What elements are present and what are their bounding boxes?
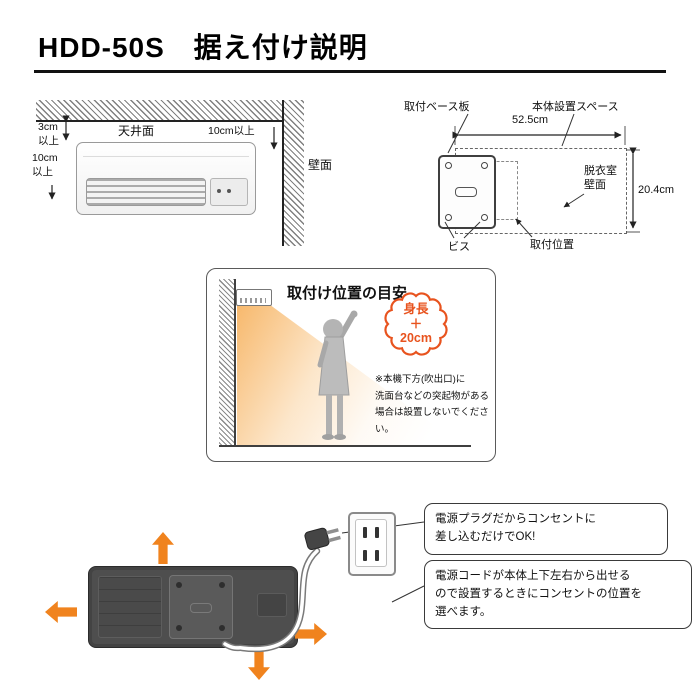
power-plug [304, 527, 341, 550]
screw-hole [481, 214, 488, 221]
plate-hole [219, 582, 225, 588]
wall-hatch [282, 100, 304, 246]
guide-floor-line [219, 445, 471, 447]
cord-compartment [257, 593, 287, 617]
page-title: HDD-50S 据え付け説明 [38, 32, 368, 63]
clearance-dimension-arrows [48, 115, 278, 200]
width-dim-label: 52.5cm [512, 114, 549, 126]
outlet-slot [363, 550, 367, 561]
screw-hole [445, 214, 452, 221]
guide-note: ※本機下方(吹出口)に 洗面台などの突起物がある 場合は設置しないでください。 [375, 374, 490, 435]
outlet-slot [363, 527, 367, 538]
outlet-slot [375, 527, 379, 538]
leader-position [515, 218, 533, 238]
panel-button-dot [227, 189, 231, 193]
height-badge: 身長 ＋ 20cm [381, 289, 451, 359]
leader-room-wall [563, 193, 585, 208]
base-plate-label: 取付ベース板 [404, 101, 470, 113]
cord-direction-up-arrow [152, 532, 174, 564]
plate-hole [219, 625, 225, 631]
height-badge-text: 身長 ＋ 20cm [400, 302, 432, 346]
outlet-slot [375, 550, 379, 561]
scallop-badge-icon [384, 292, 448, 356]
person-figure [317, 310, 358, 440]
screw-hole [481, 162, 488, 169]
plate-hole [176, 582, 182, 588]
leader-space [561, 113, 575, 147]
back-left-panel [98, 576, 162, 638]
heater-back-view [88, 566, 298, 648]
gap-right-label: 10cm以上 [208, 125, 255, 137]
power-cord [221, 547, 321, 653]
position-label: 取付位置 [530, 239, 574, 251]
screws-label: ビス [448, 241, 470, 253]
space-label: 本体設置スペース [532, 101, 619, 113]
outlet-plate [355, 519, 387, 567]
mounting-base-plate [438, 155, 496, 229]
gap-top-label: 3cm 以上 [38, 121, 59, 147]
wall-outlet [348, 512, 396, 576]
plug-callout: 電源プラグだからコンセントに 差し込むだけでOK! [424, 503, 668, 555]
title-rule [34, 70, 666, 73]
mounting-dimension-lines [444, 113, 640, 239]
plate-slot [190, 603, 212, 613]
heater-louver-grille [86, 178, 206, 206]
heater-side-grille [240, 298, 266, 303]
heater-control-panel [210, 178, 248, 206]
plate-center-slot [455, 187, 477, 197]
ceiling-label: 天井面 [118, 124, 155, 138]
heater-seam-line [83, 156, 249, 157]
cord-callout: 電源コードが本体上下左右から出せる ので設置するときにコンセントの位置を 選べま… [424, 560, 692, 630]
ceiling-hatch [36, 100, 304, 122]
position-guide-box: 取付け位置の目安 身長 ＋ 20cm ※本機下方(吹出口)に 洗面台などの突起物… [206, 268, 496, 462]
cord-direction-left-arrow [45, 601, 77, 623]
heater-front-view [76, 142, 256, 215]
back-mounting-plate [169, 575, 233, 639]
leader-screw-right [463, 221, 481, 239]
height-dim-label: 20.4cm [638, 184, 675, 196]
guide-wall-hatch [219, 279, 236, 447]
leader-cord-callout [391, 585, 425, 603]
gap-left-label: 10cm 以上 [32, 152, 58, 178]
leader-screw-left [444, 221, 455, 239]
guide-title: 取付け位置の目安 [287, 285, 408, 302]
screw-hole [445, 162, 452, 169]
leader-base-plate [447, 113, 469, 154]
room-wall-label: 脱衣室 壁面 [584, 165, 617, 192]
plate-hole [176, 625, 182, 631]
panel-button-dot [217, 189, 221, 193]
heater-side-view [236, 289, 272, 306]
wall-label: 壁面 [308, 158, 333, 172]
